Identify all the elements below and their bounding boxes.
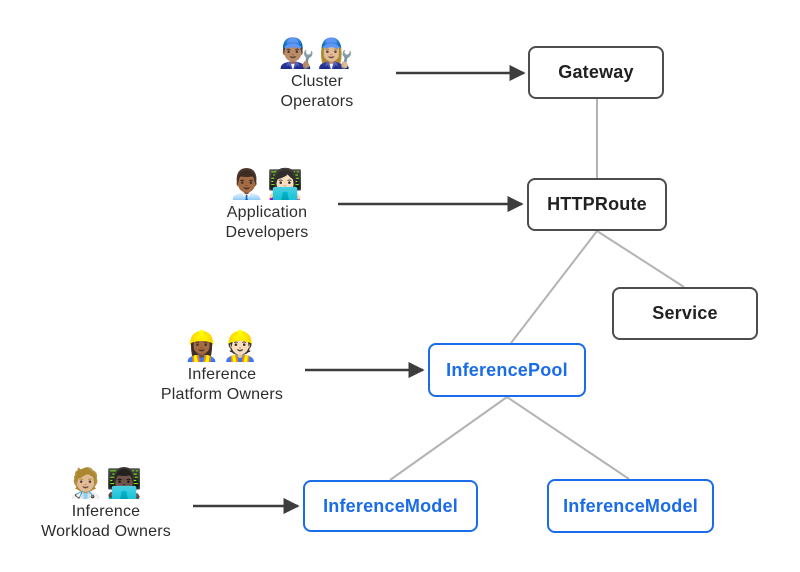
node-label: HTTPRoute	[547, 194, 647, 214]
node-httproute: HTTPRoute	[527, 178, 667, 231]
persona-label-line: Platform Owners	[160, 386, 284, 403]
persona-application-developers: 👨🏾‍💼👩🏻‍💻 Application Developers	[187, 167, 347, 243]
inference-platform-owners-icon: 👷🏾‍♀️👷🏻	[183, 331, 261, 363]
persona-label-line: Inference	[71, 503, 141, 520]
connector-httproute-inferencepool	[510, 230, 598, 344]
persona-cluster-operators: 👨🏽‍🔧👩🏼‍🔧 Cluster Operators	[237, 36, 397, 112]
connector-httproute-service	[596, 230, 685, 288]
persona-label-line: Developers	[225, 224, 309, 241]
cluster-operators-icon: 👨🏽‍🔧👩🏼‍🔧	[278, 38, 356, 70]
persona-inference-platform-owners: 👷🏾‍♀️👷🏻 Inference Platform Owners	[142, 329, 302, 405]
inference-workload-owners-icon: 🧑🏼‍⚕️👨🏿‍💻	[67, 468, 145, 500]
node-gateway: Gateway	[528, 46, 664, 99]
persona-inference-workload-owners: 🧑🏼‍⚕️👨🏿‍💻 Inference Workload Owners	[26, 466, 186, 542]
persona-label-line: Application	[226, 204, 308, 221]
node-service: Service	[612, 287, 758, 340]
node-label: InferencePool	[446, 359, 568, 380]
application-developers-icon: 👨🏾‍💼👩🏻‍💻	[228, 169, 306, 201]
persona-label-line: Cluster	[290, 73, 344, 90]
node-label: InferenceModel	[563, 495, 698, 516]
node-inferencemodel-left: InferenceModel	[303, 480, 478, 532]
persona-label-line: Workload Owners	[41, 523, 171, 540]
persona-label-line: Operators	[280, 93, 354, 110]
node-label: Gateway	[558, 62, 634, 82]
node-label: Service	[652, 303, 718, 323]
node-inferencepool: InferencePool	[428, 343, 586, 397]
node-inferencemodel-right: InferenceModel	[547, 479, 714, 533]
node-label: InferenceModel	[323, 495, 458, 516]
connector-inferencepool-inferencemodel-left	[389, 396, 508, 481]
connector-inferencepool-inferencemodel-right	[506, 396, 630, 480]
persona-label-line: Inference	[187, 366, 257, 383]
